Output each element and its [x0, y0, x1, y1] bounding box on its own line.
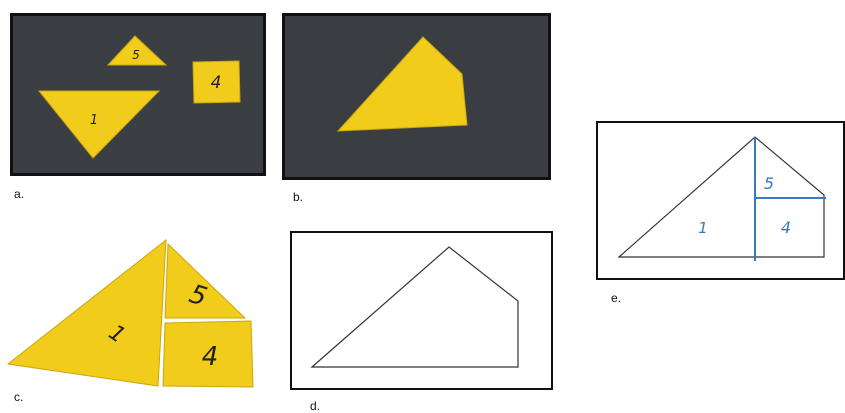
piece-1-number: 1: [90, 113, 98, 128]
piece-5-triangle: [164, 242, 247, 319]
panel-e-frame: [596, 121, 845, 280]
assembled-pentagon: [336, 36, 468, 132]
piece-4-square: [162, 320, 254, 388]
panel-d-svg: [290, 231, 553, 390]
region-5-number: 5: [764, 174, 774, 193]
panel-d-label: d.: [310, 399, 321, 413]
panel-a-label: a.: [14, 187, 25, 201]
panel-e-drawing: 1 5 4: [596, 121, 845, 280]
piece-4-square: [192, 60, 241, 104]
panel-d-drawing: [290, 231, 553, 390]
piece-1-triangle: [6, 238, 167, 387]
panel-e-label: e.: [611, 291, 622, 305]
piece-4-number: 4: [211, 73, 222, 93]
panel-c-label: c.: [14, 390, 24, 404]
panel-b-svg: [282, 13, 551, 180]
panel-a-svg: 1 5 4: [10, 13, 266, 176]
panel-e-svg: 1 5 4: [596, 121, 845, 280]
piece-1-triangle: [37, 90, 161, 159]
panel-d-frame: [290, 231, 553, 390]
panel-c-svg: 1 5 4: [6, 238, 254, 388]
panel-b-photo: [282, 13, 551, 180]
piece-5-number: 5: [132, 48, 140, 62]
panel-c-photo: 1 5 4: [5, 238, 267, 388]
region-1-number: 1: [698, 219, 708, 237]
panel-a-photo: 1 5 4: [10, 13, 266, 176]
region-4-number: 4: [781, 218, 791, 237]
piece-5-triangle: [106, 35, 168, 66]
piece-4-number: 4: [202, 342, 219, 372]
panel-b-label: b.: [293, 190, 304, 204]
pentagon-outline: [310, 246, 519, 368]
